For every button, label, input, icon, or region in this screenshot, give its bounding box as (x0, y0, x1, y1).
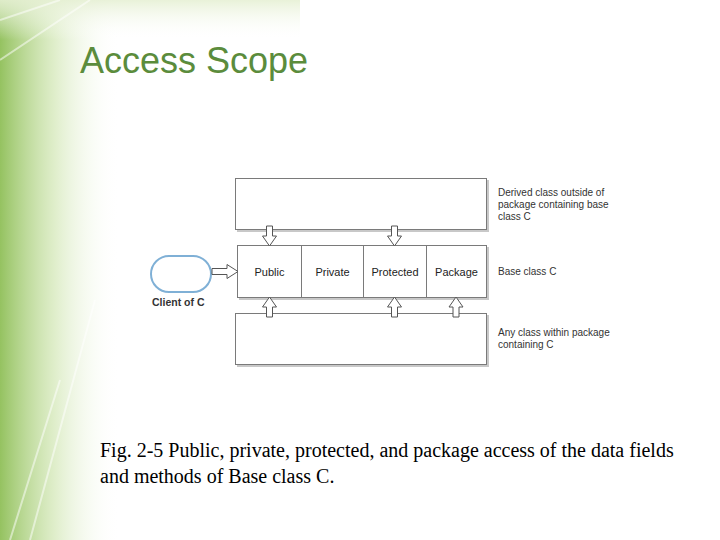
class-label: Any class within package containing C (498, 327, 613, 351)
client-label: Client of C (152, 296, 205, 308)
class-box: Derived class outside of package contain… (235, 178, 487, 230)
oval-outline (150, 255, 212, 293)
access-arrow (212, 265, 238, 279)
access-label: Protected (371, 266, 418, 278)
figure-caption: Fig. 2-5 Public, private, protected, and… (100, 437, 700, 489)
access-cell: Protected (363, 246, 426, 297)
access-cell: Package (426, 246, 486, 297)
class-label: Base class C (498, 266, 613, 278)
access-cell: Public (238, 246, 301, 297)
class-label: Derived class outside of package contain… (498, 187, 613, 223)
access-arrow (449, 297, 463, 317)
class-box: Any class within package containing C (235, 313, 487, 365)
access-label: Package (435, 266, 478, 278)
access-cell: Private (301, 246, 363, 297)
access-arrow (263, 226, 277, 246)
oval-shape (151, 256, 211, 292)
access-arrow (388, 297, 402, 317)
access-label: Private (315, 266, 349, 278)
access-arrow (388, 226, 402, 246)
slide-title: Access Scope (80, 40, 308, 82)
access-label: Public (255, 266, 285, 278)
class-row: PublicPrivateProtectedPackageBase class … (237, 245, 487, 298)
client-oval: Client of C (150, 255, 212, 293)
access-arrow (263, 297, 277, 317)
